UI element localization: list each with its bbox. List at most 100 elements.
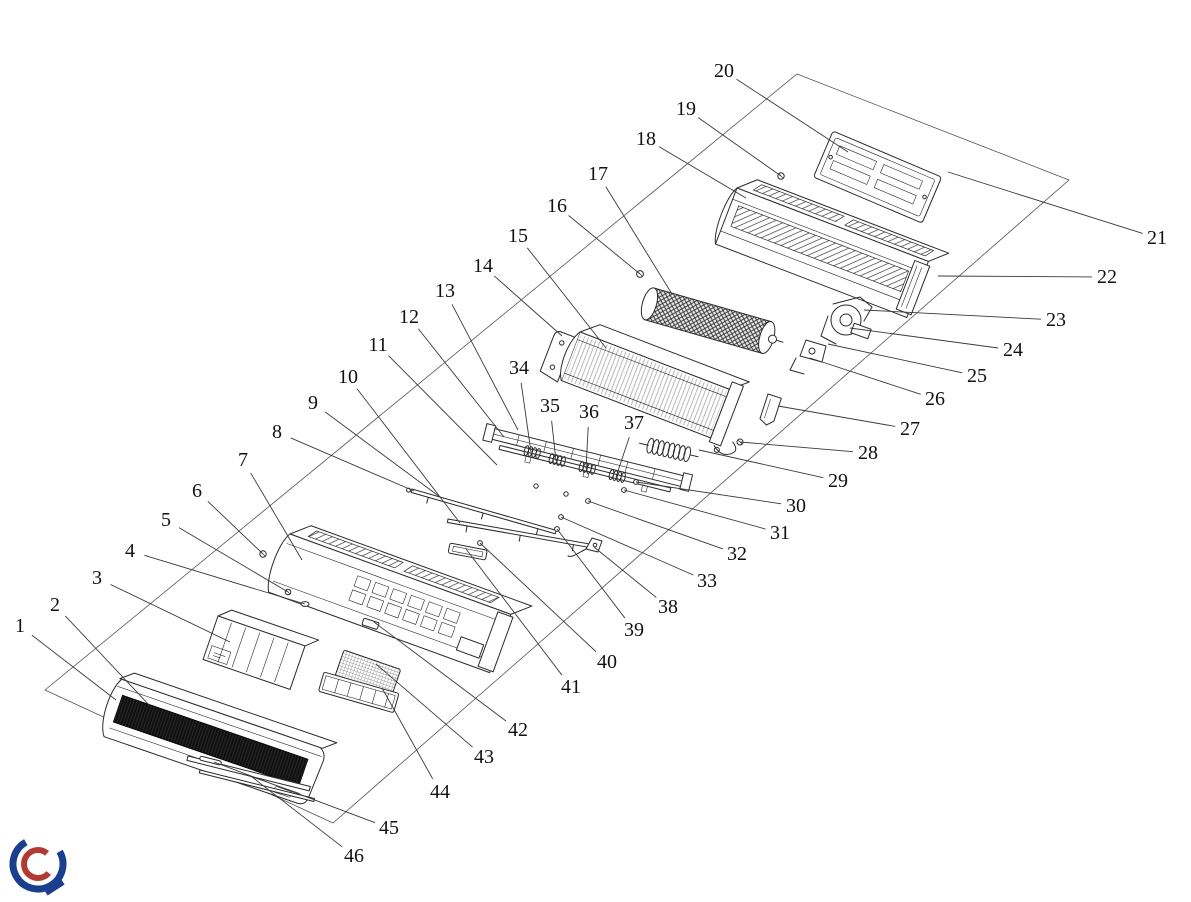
leader-line-37 xyxy=(615,437,630,478)
leader-line-10 xyxy=(356,388,461,524)
part-label-30: 30 xyxy=(786,495,806,517)
brand-logo xyxy=(9,835,67,896)
electric-box-cover xyxy=(202,609,320,690)
leader-line-39 xyxy=(556,528,626,619)
part-label-24: 24 xyxy=(1003,339,1023,361)
part-label-4: 4 xyxy=(125,540,135,562)
louver-blade-1 xyxy=(406,487,557,536)
part-label-31: 31 xyxy=(770,522,790,544)
part-label-21: 21 xyxy=(1147,227,1167,249)
part-label-14: 14 xyxy=(473,255,493,277)
front-panel xyxy=(102,672,338,805)
part-label-2: 2 xyxy=(50,594,60,616)
part-label-36: 36 xyxy=(579,401,599,423)
support-bracket xyxy=(759,393,782,426)
leader-line-4 xyxy=(144,554,306,605)
part-label-43: 43 xyxy=(474,746,494,768)
leader-line-36 xyxy=(585,426,589,470)
screw-a xyxy=(533,483,539,489)
leader-line-41 xyxy=(465,548,563,676)
leader-line-23 xyxy=(863,309,1042,320)
part-label-16: 16 xyxy=(547,195,567,217)
leader-line-7 xyxy=(250,472,303,561)
leader-line-19 xyxy=(697,117,782,177)
leader-line-20 xyxy=(736,78,849,153)
evaporator-coil xyxy=(560,324,750,455)
part-label-37: 37 xyxy=(624,412,644,434)
part-label-3: 3 xyxy=(92,567,102,589)
leader-line-16 xyxy=(568,215,641,275)
leader-line-21 xyxy=(947,171,1143,234)
part-label-25: 25 xyxy=(967,365,987,387)
leader-line-24 xyxy=(849,327,999,349)
part-labels-layer: 1234567891011121314151617181920212223242… xyxy=(15,60,1167,867)
part-label-39: 39 xyxy=(624,619,644,641)
part-label-42: 42 xyxy=(508,719,528,741)
leader-line-29 xyxy=(698,449,824,479)
screw-5 xyxy=(284,588,292,596)
leader-line-30 xyxy=(635,481,782,505)
leader-line-6 xyxy=(207,501,264,555)
leader-line-3 xyxy=(110,584,231,643)
part-label-26: 26 xyxy=(925,388,945,410)
leader-line-34 xyxy=(520,382,532,453)
vane-spring-2 xyxy=(548,453,566,467)
leader-line-43 xyxy=(375,663,473,748)
part-label-1: 1 xyxy=(15,615,25,637)
leader-line-5 xyxy=(178,527,289,593)
leader-line-44 xyxy=(381,687,434,780)
part-label-10: 10 xyxy=(338,366,358,388)
part-label-22: 22 xyxy=(1097,266,1117,288)
leader-line-40 xyxy=(479,542,597,653)
leader-line-33 xyxy=(560,516,694,576)
rear-housing xyxy=(714,179,950,318)
part-label-12: 12 xyxy=(399,306,419,328)
leader-line-28 xyxy=(739,441,854,453)
part-label-38: 38 xyxy=(658,596,678,618)
leader-line-13 xyxy=(451,304,519,431)
sensor-clip xyxy=(567,537,603,557)
part-label-33: 33 xyxy=(697,570,717,592)
part-label-9: 9 xyxy=(308,392,318,414)
leader-line-32 xyxy=(587,500,724,550)
part-label-5: 5 xyxy=(161,509,171,531)
filter-frame xyxy=(318,671,400,713)
part-label-15: 15 xyxy=(508,225,528,247)
vane-spring-4 xyxy=(608,469,626,483)
leader-line-12 xyxy=(417,328,505,438)
screw-b xyxy=(563,491,569,497)
part-label-35: 35 xyxy=(540,395,560,417)
leader-line-26 xyxy=(809,357,921,395)
part-label-45: 45 xyxy=(379,817,399,839)
leader-line-31 xyxy=(623,489,766,530)
leader-line-38 xyxy=(593,546,657,598)
leader-line-35 xyxy=(551,420,557,462)
leader-line-18 xyxy=(658,146,747,199)
part-label-40: 40 xyxy=(597,651,617,673)
part-label-46: 46 xyxy=(344,845,364,867)
part-label-34: 34 xyxy=(509,357,529,379)
leader-line-9 xyxy=(324,411,441,498)
leader-line-15 xyxy=(526,247,607,349)
part-label-32: 32 xyxy=(727,543,747,565)
part-label-23: 23 xyxy=(1046,309,1066,331)
leader-line-27 xyxy=(777,405,896,427)
leader-line-2 xyxy=(64,615,151,707)
part-label-20: 20 xyxy=(714,60,734,82)
part-label-6: 6 xyxy=(192,480,202,502)
view-plane-border xyxy=(44,73,1070,824)
part-label-28: 28 xyxy=(858,442,878,464)
part-label-17: 17 xyxy=(588,163,608,185)
part-label-41: 41 xyxy=(561,676,581,698)
part-label-44: 44 xyxy=(430,781,450,803)
leader-line-11 xyxy=(388,355,498,466)
part-label-19: 19 xyxy=(676,98,696,120)
part-label-8: 8 xyxy=(272,421,282,443)
leader-line-8 xyxy=(290,437,415,492)
leader-line-45 xyxy=(213,761,376,824)
mounting-plate xyxy=(813,131,942,223)
small-cover xyxy=(361,617,380,630)
leader-line-22 xyxy=(937,275,1093,278)
